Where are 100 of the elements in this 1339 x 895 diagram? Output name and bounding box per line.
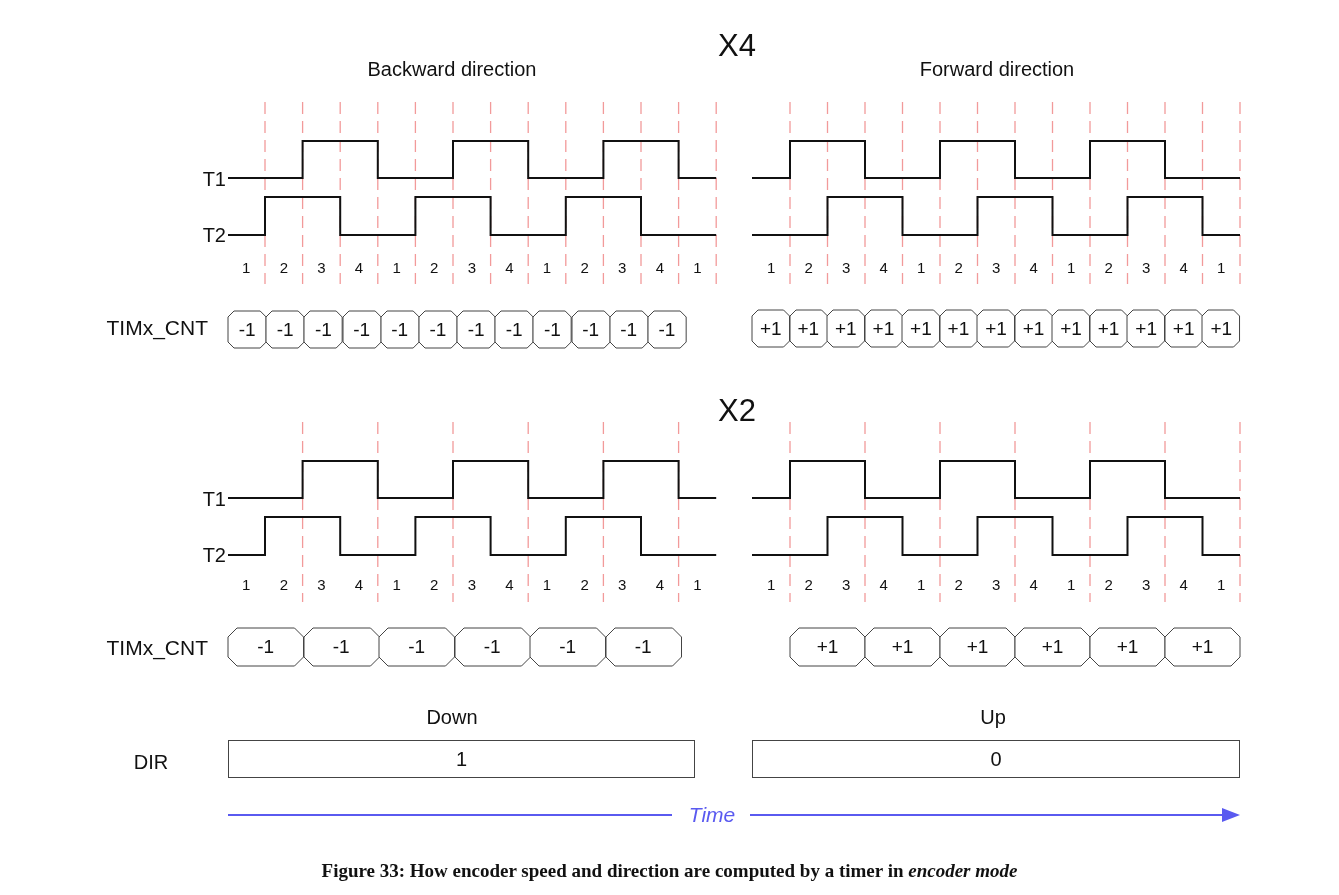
phase-number: 1: [1217, 259, 1226, 277]
phase-number: 3: [317, 576, 326, 594]
phase-number: 2: [804, 576, 813, 594]
counter-value-cell: +1: [1127, 310, 1165, 347]
phase-number: 3: [467, 259, 476, 277]
counter-value-cell: -1: [228, 311, 267, 348]
signal-name: T1: [202, 168, 226, 190]
phase-number: 2: [954, 259, 963, 277]
register-name: TIMx_CNT: [106, 636, 208, 660]
phase-number: 1: [1217, 576, 1226, 594]
counter-value-cell: +1: [902, 310, 940, 347]
phase-number: 3: [1142, 576, 1151, 594]
phase-number: 2: [279, 576, 288, 594]
phase-number: 2: [430, 576, 439, 594]
phase-number: 1: [392, 259, 401, 277]
direction-value-box: 1: [228, 740, 695, 778]
counter-value-cell: -1: [304, 311, 343, 348]
phase-number: 3: [317, 259, 326, 277]
counter-value-cell: -1: [571, 311, 610, 348]
counter-value-cell: +1: [1202, 310, 1240, 347]
figure-caption: Figure 33: How encoder speed and direction are computed by a timer in encoder mode: [320, 860, 1019, 882]
counter-value-cell: +1: [1014, 310, 1053, 347]
counter-value-cell: +1: [1165, 628, 1240, 666]
phase-number: 2: [580, 576, 589, 594]
phase-number: 4: [879, 259, 888, 277]
phase-number: 3: [618, 259, 627, 277]
phase-number: 1: [242, 576, 251, 594]
phase-number: 4: [354, 576, 364, 594]
phase-number: 2: [279, 259, 288, 277]
heading-label: DIR: [133, 751, 169, 773]
counter-value-cell: -1: [303, 628, 379, 666]
counter-value-cell: -1: [379, 628, 455, 666]
phase-number: 1: [917, 259, 926, 277]
mode-heading: X2: [718, 393, 756, 429]
phase-number: 1: [1067, 259, 1076, 277]
counter-value-cell: -1: [418, 311, 457, 348]
counter-value-cell: -1: [605, 628, 681, 666]
signal-name: T2: [202, 544, 226, 566]
phase-number: 1: [242, 259, 251, 277]
phase-number: 3: [842, 576, 851, 594]
phase-number: 3: [618, 576, 627, 594]
phase-number: 4: [1179, 259, 1188, 277]
phase-number: 1: [693, 576, 702, 594]
counter-value-cell: +1: [1089, 310, 1128, 347]
counter-value-cell: -1: [228, 628, 304, 666]
heading-label: Up: [980, 706, 1006, 728]
counter-value-cell: +1: [1015, 628, 1090, 666]
mode-heading: X4: [718, 28, 756, 64]
phase-number: 4: [1179, 576, 1188, 594]
counter-value-cell: +1: [752, 310, 790, 347]
phase-number: 4: [354, 259, 364, 277]
heading-label: Backward direction: [367, 58, 537, 80]
phase-number: 2: [430, 259, 439, 277]
phase-number: 3: [992, 259, 1001, 277]
counter-value-cell: +1: [864, 310, 903, 347]
counter-value-cell: +1: [1164, 310, 1203, 347]
counter-value-cell: +1: [789, 310, 828, 347]
counter-value-cell: +1: [790, 628, 865, 666]
counter-value-cell: +1: [827, 310, 865, 347]
counter-value-cell: -1: [530, 628, 606, 666]
counter-value-cell: -1: [647, 311, 686, 348]
counter-value-cell: -1: [533, 311, 572, 348]
phase-number: 1: [542, 576, 552, 594]
direction-value-box: 0: [752, 740, 1240, 778]
phase-number: 4: [505, 576, 514, 594]
counter-value-cell: +1: [1052, 310, 1090, 347]
phase-number: 4: [505, 259, 514, 277]
counter-value-cell: -1: [266, 311, 305, 348]
signal-name: T1: [202, 488, 226, 510]
phase-number: 2: [1104, 576, 1113, 594]
phase-number: 1: [392, 576, 401, 594]
counter-value-cell: +1: [940, 628, 1015, 666]
counter-value-cell: -1: [342, 311, 381, 348]
counter-value-cell: -1: [609, 311, 648, 348]
phase-number: 2: [580, 259, 589, 277]
phase-number: 2: [954, 576, 963, 594]
phase-number: 1: [693, 259, 702, 277]
phase-number: 1: [917, 576, 926, 594]
phase-number: 4: [1029, 576, 1038, 594]
counter-value-cell: -1: [495, 311, 534, 348]
signal-name: T2: [202, 224, 226, 246]
counter-value-cell: +1: [939, 310, 978, 347]
phase-number: 4: [655, 259, 664, 277]
phase-number: 4: [655, 576, 664, 594]
phase-number: 1: [542, 259, 552, 277]
phase-number: 2: [1104, 259, 1113, 277]
phase-number: 1: [1067, 576, 1076, 594]
heading-label: Down: [426, 706, 478, 728]
phase-number: 1: [767, 576, 776, 594]
counter-value-cell: -1: [454, 628, 530, 666]
phase-number: 3: [467, 576, 476, 594]
phase-number: 4: [1029, 259, 1038, 277]
phase-number: 3: [1142, 259, 1151, 277]
phase-number: 1: [767, 259, 776, 277]
phase-number: 4: [879, 576, 888, 594]
heading-label: Forward direction: [919, 58, 1075, 80]
counter-value-cell: +1: [1090, 628, 1165, 666]
counter-value-cell: +1: [865, 628, 940, 666]
phase-number: 3: [842, 259, 851, 277]
counter-value-cell: -1: [380, 311, 419, 348]
